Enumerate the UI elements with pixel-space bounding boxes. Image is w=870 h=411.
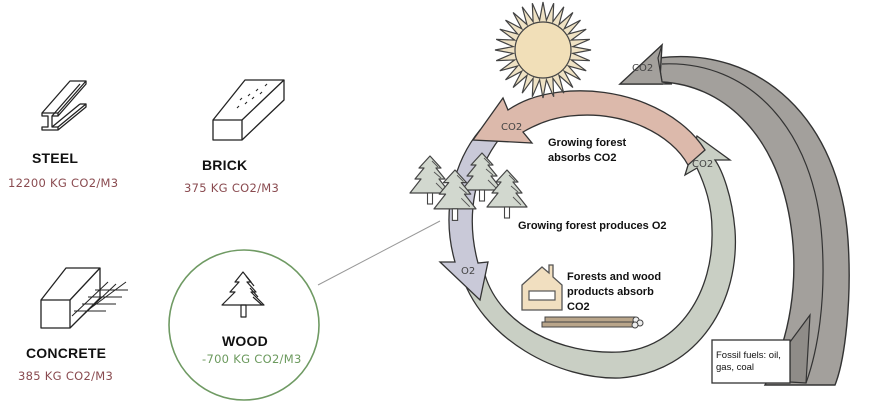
pine-tree-icon xyxy=(486,169,528,219)
label-fossil-line2: gas, coal xyxy=(716,362,755,373)
house-icon xyxy=(521,264,563,311)
cycle-arrow-green xyxy=(459,134,737,379)
material-name-brick: BRICK xyxy=(202,157,248,173)
material-name-concrete: CONCRETE xyxy=(26,345,107,361)
material-value-wood: -700 KG CO2/M3 xyxy=(202,352,302,366)
label-fossil-line1: Fossil fuels: oil, xyxy=(716,350,781,361)
material-value-brick: 375 KG CO2/M3 xyxy=(184,181,280,195)
sun-disc xyxy=(514,21,572,79)
forest-icon xyxy=(409,152,528,221)
label-wood-products-line2: products absorb xyxy=(567,286,654,298)
fossil-fuel-box xyxy=(711,339,791,384)
pine-tree-icon xyxy=(409,155,451,205)
concrete-block-icon xyxy=(40,267,128,329)
brick-icon xyxy=(212,79,285,141)
wood-circle xyxy=(168,249,320,401)
sun-icon xyxy=(494,1,592,99)
label-fossil-fuels: Fossil fuels: oil, gas, coal xyxy=(716,350,781,374)
co2-top-arrow xyxy=(471,90,706,167)
connector-line xyxy=(317,220,441,286)
material-name-wood: WOOD xyxy=(222,333,268,349)
fossil-fuel-arrow xyxy=(618,43,850,386)
label-absorbs-line2: absorbs CO2 xyxy=(548,152,617,164)
label-wood-products-line3: CO2 xyxy=(567,301,590,313)
material-name-steel: STEEL xyxy=(32,150,79,166)
pine-tree-icon xyxy=(433,169,477,221)
arrow-label-co2-right: CO2 xyxy=(692,159,714,170)
material-value-steel: 12200 KG CO2/M3 xyxy=(8,176,119,190)
tree-icon xyxy=(221,271,265,318)
arrow-label-co2-top: CO2 xyxy=(501,122,523,133)
material-value-concrete: 385 KG CO2/M3 xyxy=(18,369,114,383)
arrow-label-co2-fossil: CO2 xyxy=(632,63,654,74)
label-wood-products-line1: Forests and wood xyxy=(567,271,662,283)
pine-tree-icon xyxy=(461,152,503,202)
label-absorbs-co2: Growing forest absorbs CO2 xyxy=(548,136,626,166)
label-absorbs-line1: Growing forest xyxy=(548,137,627,149)
logs-icon xyxy=(541,316,644,329)
steel-beam-icon xyxy=(41,80,87,131)
label-produces-o2: Growing forest produces O2 xyxy=(518,220,667,232)
label-wood-products: Forests and wood products absorb CO2 xyxy=(567,270,661,315)
arrow-label-o2: O2 xyxy=(461,266,476,277)
